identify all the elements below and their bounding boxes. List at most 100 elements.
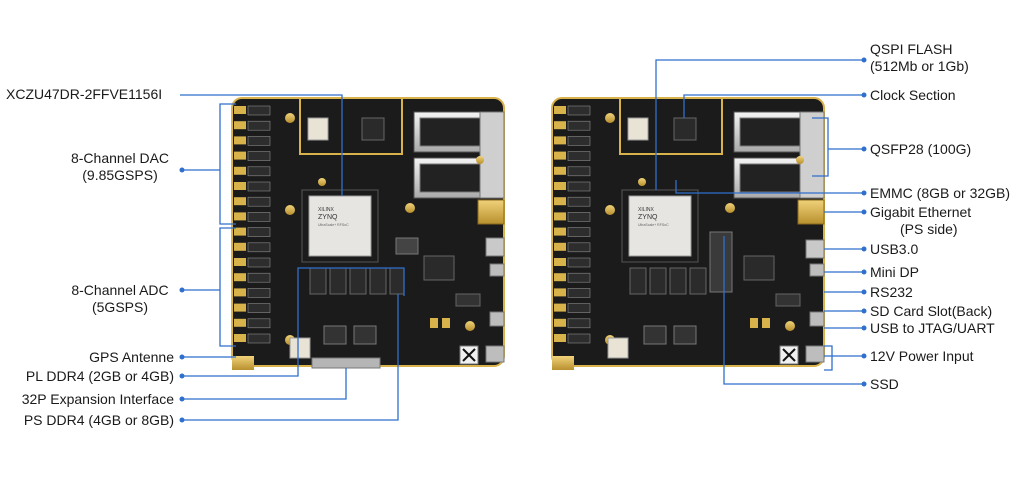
left-sma-connectors xyxy=(234,105,271,344)
label-adc-line2: (5GSPS) xyxy=(91,299,148,315)
sma-body xyxy=(567,212,591,222)
label-emmc: EMMC (8GB or 32GB) xyxy=(870,185,1011,201)
sma-body xyxy=(567,136,591,146)
right-board: XILINX ZYNQ UltraScale+ RFSoC xyxy=(551,97,825,370)
leader-ssd xyxy=(723,236,864,385)
sma-body xyxy=(247,318,271,329)
sma-connector xyxy=(554,273,566,282)
sma-body xyxy=(567,242,591,253)
sma-connector xyxy=(554,151,566,160)
label-minidp: Mini DP xyxy=(870,264,920,280)
sma-connector xyxy=(554,318,566,327)
sma-body xyxy=(567,288,591,298)
sma-connector xyxy=(554,136,566,145)
label-qspi-line2: (512Mb or 1Gb) xyxy=(870,58,969,74)
label-gps: GPS Antenne xyxy=(89,349,174,365)
sma-connector xyxy=(234,288,246,297)
sma-connector xyxy=(234,106,246,114)
right-sma-connectors xyxy=(554,105,591,344)
sma-connector xyxy=(554,212,566,221)
leader-lines xyxy=(180,59,864,421)
bracket-power xyxy=(824,345,833,371)
leader-clock xyxy=(683,94,864,118)
sma-body xyxy=(567,105,591,116)
sma-body xyxy=(247,288,271,298)
sma-body xyxy=(247,196,271,207)
leader-chip xyxy=(180,94,343,196)
leader-emmc xyxy=(675,180,864,194)
sma-body xyxy=(247,303,271,313)
sma-body xyxy=(247,105,271,116)
label-ssd: SSD xyxy=(870,376,899,392)
sma-connector xyxy=(554,182,566,190)
sma-connector xyxy=(234,273,246,282)
sma-connector xyxy=(234,212,246,221)
bracket-qsfp xyxy=(812,117,829,177)
sma-connector xyxy=(234,242,246,251)
sma-connector xyxy=(234,136,246,145)
chip-sub: UltraScale+ RFSoC xyxy=(318,223,349,227)
sma-body xyxy=(247,242,271,253)
sma-connector xyxy=(234,151,246,160)
sma-connector xyxy=(554,227,566,236)
chip-brand: XILINX xyxy=(318,207,335,213)
chip-sub-right: UltraScale+ RFSoC xyxy=(638,223,669,227)
sma-connector xyxy=(554,197,566,206)
label-dac: 8-Channel DAC (9.85GSPS) xyxy=(60,150,180,184)
sma-body xyxy=(567,272,591,283)
sma-body xyxy=(567,166,591,177)
sma-connector xyxy=(554,121,566,130)
label-chip: XCZU47DR-2FFVE1156I xyxy=(6,86,163,102)
leader-ps-ddr4 xyxy=(182,294,399,421)
sma-body xyxy=(247,136,271,146)
sma-body xyxy=(247,151,271,161)
label-qspi-line1: QSPI FLASH xyxy=(870,41,953,57)
label-pl-ddr4: PL DDR4 (2GB or 4GB) xyxy=(25,368,174,384)
sma-body xyxy=(567,181,591,192)
sma-connector xyxy=(554,258,566,266)
label-eth: Gigabit Ethernet (PS side) xyxy=(870,204,971,238)
sma-body xyxy=(567,333,591,344)
left-board: XILINX ZYNQ UltraScale+ RFSoC xyxy=(231,97,505,370)
sma-connector xyxy=(234,121,246,130)
label-usb3: USB3.0 xyxy=(870,241,919,257)
sma-connector xyxy=(234,227,246,236)
label-ps-ddr4: PS DDR4 (4GB or 8GB) xyxy=(23,412,174,428)
label-qsfp: QSFP28 (100G) xyxy=(870,141,972,157)
leader-dots xyxy=(179,57,867,423)
sma-body xyxy=(567,120,591,131)
leader-expansion xyxy=(182,368,347,400)
ps-ddr-chips xyxy=(309,267,405,295)
fpga-chip: XILINX ZYNQ UltraScale+ RFSoC xyxy=(301,189,379,263)
sma-connector xyxy=(234,334,246,342)
label-qspi: QSPI FLASH (512Mb or 1Gb) xyxy=(870,41,969,75)
sma-connector xyxy=(234,182,246,190)
label-dac-line2: (9.85GSPS) xyxy=(82,167,158,183)
label-power: 12V Power Input xyxy=(870,348,974,364)
label-eth-line2: (PS side) xyxy=(900,221,958,237)
sma-connector xyxy=(554,106,566,114)
sma-connector xyxy=(554,288,566,297)
sma-connector xyxy=(554,166,566,175)
label-sdcard: SD Card Slot(Back) xyxy=(870,303,993,319)
sma-body xyxy=(247,272,271,283)
label-eth-line1: Gigabit Ethernet xyxy=(870,204,972,220)
sma-connector xyxy=(234,318,246,327)
sma-connector xyxy=(234,197,246,206)
sma-connector xyxy=(234,303,246,312)
sma-body xyxy=(247,333,271,344)
label-rs232: RS232 xyxy=(870,284,913,300)
sma-body xyxy=(567,151,591,161)
sma-body xyxy=(567,303,591,313)
label-jtag: USB to JTAG/UART xyxy=(870,320,995,336)
bracket-adc xyxy=(219,227,236,347)
sma-connector xyxy=(554,242,566,251)
sma-body xyxy=(567,227,591,237)
sma-connector xyxy=(234,166,246,175)
sma-body xyxy=(567,196,591,207)
sma-body xyxy=(567,257,591,268)
leader-qspi xyxy=(655,59,864,190)
sma-connector xyxy=(554,334,566,342)
sma-body xyxy=(247,257,271,268)
label-dac-line1: 8-Channel DAC xyxy=(70,150,170,166)
